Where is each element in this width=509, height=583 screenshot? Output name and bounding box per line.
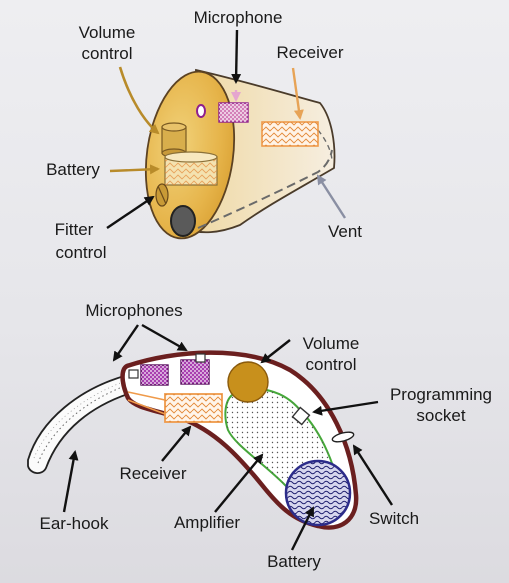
ite-fitter-screw (156, 184, 168, 206)
arrow-microphone (236, 30, 237, 82)
label-receiver-bte: Receiver (119, 464, 186, 483)
arrow-vent (318, 176, 345, 218)
arrow-switch (354, 446, 392, 505)
ite-battery (165, 152, 217, 185)
label-battery-top: Battery (46, 160, 100, 179)
ite-removal-knob (171, 206, 195, 236)
label-fitter-control-2: control (55, 243, 106, 262)
label-amplifier: Amplifier (174, 513, 240, 532)
label-switch: Switch (369, 509, 419, 528)
label-volume-control-2: control (81, 44, 132, 63)
bte-volume-wheel (228, 362, 268, 402)
label-microphones: Microphones (85, 301, 182, 320)
arrow-volume-control-bte (262, 340, 290, 362)
ite-microphone-port (197, 105, 205, 117)
bte-ear-hook (28, 375, 134, 473)
bte-hearing-aid: Microphones Volume control Programming s… (28, 301, 492, 571)
arrow-ear-hook (64, 452, 75, 512)
label-battery-bte: Battery (267, 552, 321, 571)
bte-mic-port-left (129, 370, 138, 378)
arrow-receiver-bte (162, 427, 190, 461)
arrow-fitter-control (107, 197, 153, 228)
arrow-microphones-left (114, 325, 138, 360)
bte-mic-port-right (196, 354, 205, 362)
label-fitter-control-1: Fitter (55, 220, 94, 239)
label-volume-control-bte-1: Volume (303, 334, 360, 353)
label-microphone: Microphone (194, 8, 283, 27)
label-volume-control-bte-2: control (305, 355, 356, 374)
label-vent: Vent (328, 222, 362, 241)
label-volume-control-1: Volume (79, 23, 136, 42)
arrow-amplifier (215, 455, 262, 512)
ite-hearing-aid: Volume control Microphone Receiver Batte… (46, 8, 362, 262)
arrow-microphones-right (142, 325, 186, 350)
label-receiver: Receiver (276, 43, 343, 62)
label-ear-hook: Ear-hook (40, 514, 109, 533)
label-programming-socket-1: Programming (390, 385, 492, 404)
label-programming-socket-2: socket (416, 406, 465, 425)
